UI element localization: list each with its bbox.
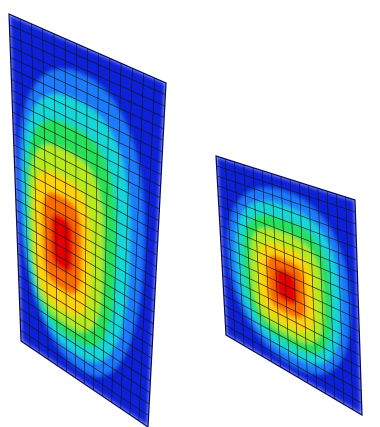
mesh-line-horizontal <box>15 188 157 267</box>
mesh-line-horizontal <box>11 89 162 164</box>
plate-outline <box>215 155 363 417</box>
mesh-grid <box>215 155 363 416</box>
mesh-line-horizontal <box>223 284 361 356</box>
square-plate-contour <box>215 155 363 417</box>
plate-outline <box>8 13 167 427</box>
mesh-line-horizontal <box>216 175 356 225</box>
mesh-line-horizontal <box>14 166 158 244</box>
mesh-line-horizontal <box>14 177 158 256</box>
mesh-line-horizontal <box>11 79 163 153</box>
mesh-line-horizontal <box>218 195 357 249</box>
mesh-line-horizontal <box>225 324 362 404</box>
mesh-line-horizontal <box>220 245 359 308</box>
mesh-line-horizontal <box>9 35 165 107</box>
mesh-line-horizontal <box>19 308 150 393</box>
mesh-line-horizontal <box>10 46 165 118</box>
mesh-line-horizontal <box>19 297 151 382</box>
mesh-line-horizontal <box>9 24 166 95</box>
mesh-line-horizontal <box>18 264 153 347</box>
mesh-line-horizontal <box>12 100 162 176</box>
mesh-line-horizontal <box>217 185 357 237</box>
mesh-line-horizontal <box>218 205 358 261</box>
tall-plate-contour <box>8 13 167 427</box>
mesh-line-horizontal <box>10 57 164 130</box>
mesh-line-horizontal <box>10 68 164 141</box>
mesh-line-horizontal <box>16 231 155 313</box>
mesh-line-horizontal <box>219 215 358 273</box>
mesh-line-horizontal <box>15 198 156 279</box>
mesh-line-horizontal <box>17 253 153 336</box>
mesh-line-horizontal <box>18 275 152 359</box>
mesh-line-horizontal <box>17 242 154 325</box>
mesh-line-horizontal <box>20 318 150 405</box>
mesh-line-horizontal <box>18 286 152 370</box>
mesh-line-horizontal <box>12 122 161 199</box>
mesh-line-horizontal <box>224 314 362 392</box>
mesh-line-horizontal <box>13 133 160 210</box>
mesh-line-horizontal <box>14 155 159 233</box>
mesh-line-horizontal <box>16 209 156 290</box>
mesh-line-horizontal <box>220 235 359 296</box>
mesh-line-horizontal <box>216 165 356 213</box>
mesh-line-horizontal <box>221 265 360 332</box>
mesh-line-horizontal <box>13 144 159 221</box>
mesh-line-horizontal <box>20 329 149 416</box>
mesh-line-horizontal <box>219 225 358 284</box>
mesh-line-horizontal <box>223 294 361 368</box>
mesh-line-horizontal <box>222 274 360 344</box>
mesh-line-horizontal <box>12 111 161 187</box>
mesh-line-horizontal <box>16 220 155 302</box>
mesh-line-horizontal <box>224 304 361 380</box>
mesh-line-horizontal <box>221 255 360 320</box>
